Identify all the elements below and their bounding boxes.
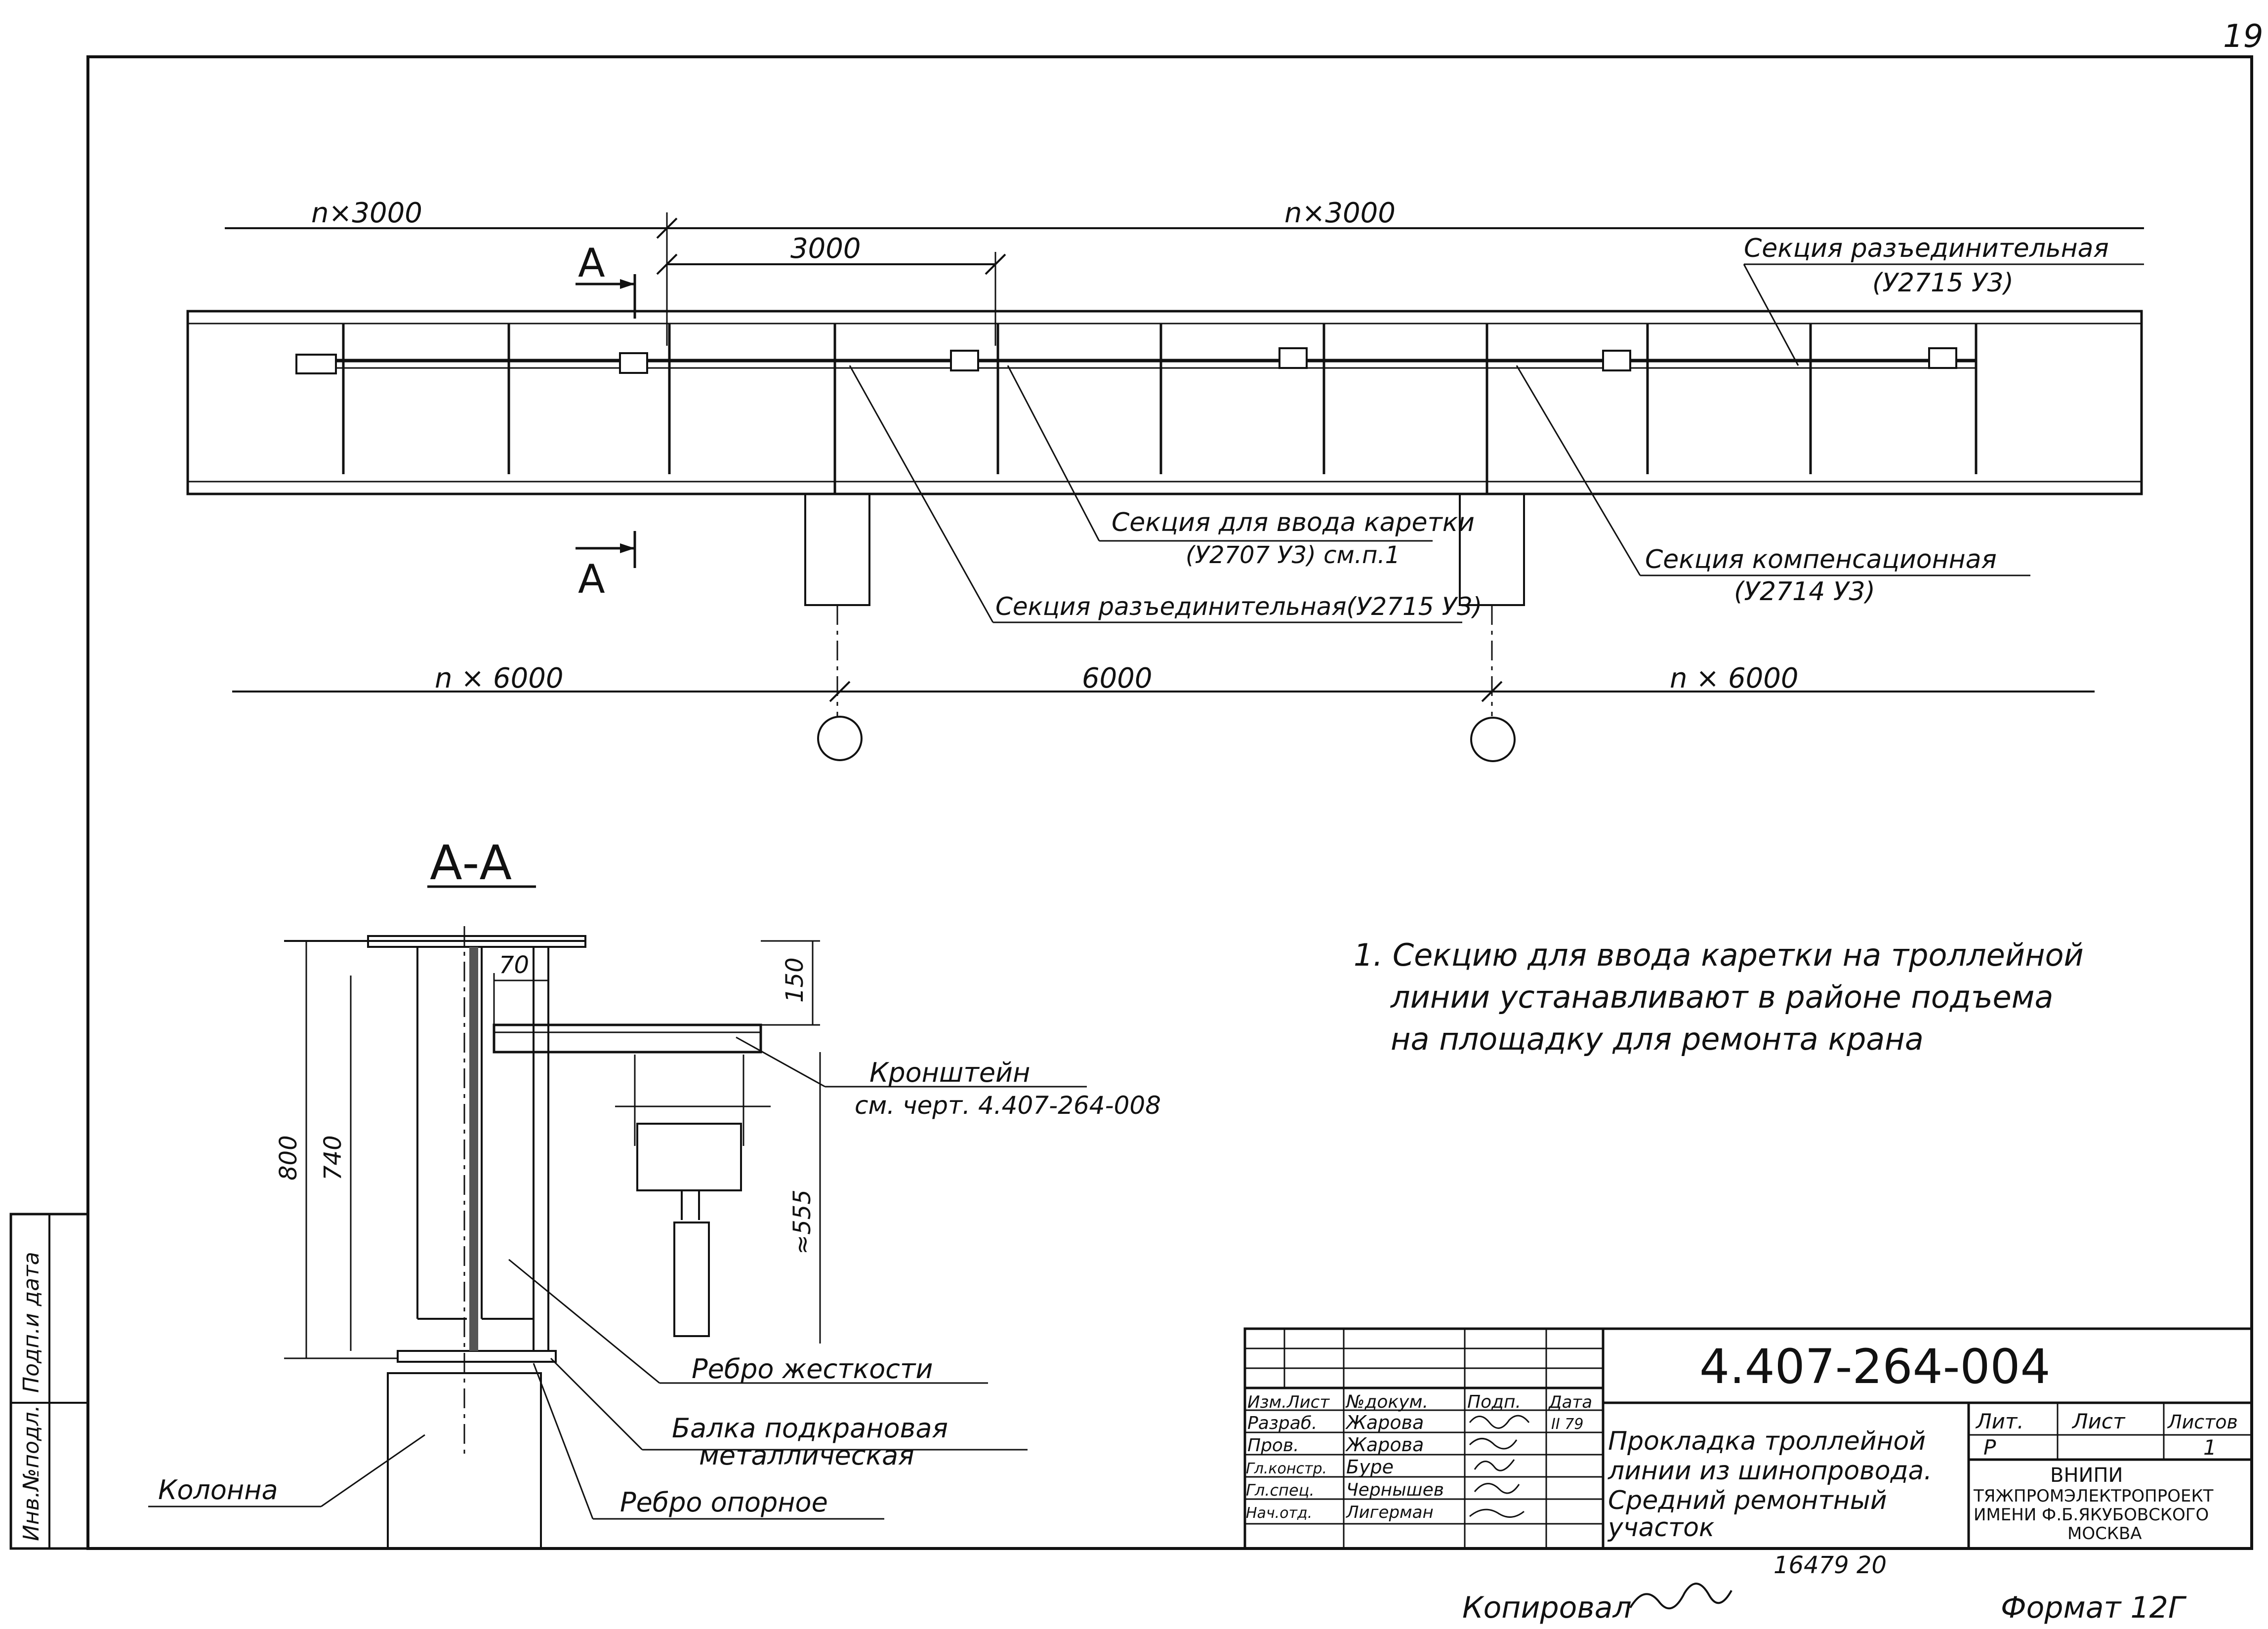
org-line-1: ВНИПИ — [2050, 1464, 2123, 1487]
section-mark-top: A — [578, 240, 605, 286]
callout-disconnect-bottom: Секция разъединительная(У2715 У3) — [995, 592, 1482, 621]
row-role-3: Гл.констр. — [1246, 1460, 1327, 1477]
section-view: А-А 70 150 800 — [148, 835, 1161, 1549]
sign-date-label: Подп.и дата — [19, 1252, 44, 1393]
callout-disconnect-top-1: Секция разъединительная — [1744, 234, 2109, 263]
org-line-3: ИМЕНИ Ф.Б.ЯКУБОВСКОГО — [1974, 1505, 2209, 1525]
dim-bottom-left: n × 6000 — [435, 662, 564, 694]
current-collector — [673, 1222, 710, 1337]
sheet-label: Лист — [2071, 1409, 2126, 1433]
dim-bottom-span: 6000 — [1082, 662, 1153, 694]
row-date-1: II 79 — [1551, 1416, 1583, 1433]
row-role-2: Пров. — [1247, 1435, 1299, 1456]
dim-top-right: n×3000 — [1284, 197, 1396, 229]
sheets-value: 1 — [2203, 1435, 2217, 1460]
bracket-label-1: Кронштейн — [869, 1057, 1030, 1088]
note-line-1: 1. Секцию для ввода каретки на троллейно… — [1354, 937, 2084, 973]
row-role-1: Разраб. — [1247, 1413, 1317, 1433]
dim-bottom-right: n × 6000 — [1670, 662, 1799, 694]
signature-marks — [1469, 1415, 1530, 1518]
dim-800: 800 — [275, 1135, 302, 1181]
row-name-3: Буре — [1346, 1456, 1394, 1478]
sheets-label: Листов — [2167, 1411, 2238, 1433]
row-name-2: Жарова — [1345, 1434, 1424, 1456]
footer: 16479 20 Копировал Формат 12Г — [1462, 1551, 2187, 1625]
bracket — [493, 1023, 762, 1054]
note: 1. Секцию для ввода каретки на троллейно… — [1354, 937, 2084, 1057]
col-header-izm: Изм. — [1247, 1392, 1287, 1412]
plan-view: n×3000 3000 n×3000 — [186, 197, 2144, 762]
grid-axis-marker-right — [1470, 717, 1516, 762]
title-block: Изм. Лист №докум. Подп. Дата Разраб. Жар… — [1243, 1327, 2253, 1550]
col-header-list: Лист — [1286, 1392, 1330, 1412]
col-header-sign: Подп. — [1467, 1392, 1521, 1412]
support-rib-label: Ребро опорное — [620, 1487, 828, 1518]
col-header-doc: №докум. — [1345, 1392, 1428, 1412]
org-line-4: МОСКВА — [2067, 1524, 2142, 1544]
callout-carriage-2: (У2707 У3) см.п.1 — [1186, 541, 1400, 569]
doc-number: 4.407-264-004 — [1699, 1339, 2051, 1394]
stiffener-label: Ребро жесткости — [692, 1353, 933, 1385]
callout-disconnect-top-2: (У2715 У3) — [1872, 268, 2014, 298]
copier-signature — [1629, 1583, 1732, 1610]
column-label: Колонна — [158, 1474, 278, 1506]
note-line-3: на площадку для ремонта крана — [1391, 1021, 1924, 1057]
lit-label: Лит. — [1975, 1409, 2024, 1433]
dim-70: 70 — [499, 951, 529, 979]
bracket-label-2: см. черт. 4.407-264-008 — [855, 1091, 1161, 1120]
lit-value: Р — [1983, 1435, 1996, 1460]
note-line-2: линии устанавливают в районе подъема — [1390, 979, 2053, 1015]
callout-compensation-1: Секция компенсационная — [1645, 545, 1997, 574]
grid-axis-marker-left — [817, 716, 863, 761]
footer-number: 16479 20 — [1773, 1551, 1887, 1579]
beam-label-2: металлическая — [699, 1440, 914, 1471]
side-stamp: Инв.№подл. Подп.и дата — [9, 1213, 89, 1550]
dim-740: 740 — [319, 1135, 347, 1181]
dim-555: ≈555 — [788, 1189, 816, 1255]
page-number: 19 — [2223, 18, 2263, 55]
format-label: Формат 12Г — [2001, 1590, 2187, 1625]
section-mark-bottom: A — [578, 556, 605, 602]
inv-number-label: Инв.№подл. — [19, 1405, 44, 1541]
row-role-4: Гл.спец. — [1246, 1481, 1315, 1500]
callout-carriage-1: Секция для ввода каретки — [1112, 508, 1475, 537]
org-line-2: ТЯЖПРОМЭЛЕКТРОПРОЕКТ — [1973, 1486, 2214, 1506]
row-role-5: Нач.отд. — [1246, 1505, 1312, 1522]
beam-label-1: Балка подкрановая — [672, 1413, 948, 1444]
column-left — [804, 493, 870, 606]
title-line-4: участок — [1607, 1513, 1715, 1543]
row-name-4: Чернышев — [1346, 1480, 1444, 1500]
row-name-5: Лигерман — [1345, 1503, 1434, 1522]
trolley-body — [636, 1123, 742, 1191]
title-line-3: Средний ремонтный — [1608, 1486, 1887, 1515]
section-title: А-А — [430, 835, 512, 891]
drawing-frame — [86, 55, 2253, 1550]
row-name-1: Жарова — [1345, 1412, 1424, 1433]
dim-150: 150 — [781, 957, 809, 1003]
title-line-1: Прокладка троллейной — [1608, 1426, 1926, 1456]
col-header-date: Дата — [1548, 1392, 1592, 1412]
copied-label: Копировал — [1462, 1590, 1632, 1625]
crane-beam — [186, 310, 2143, 495]
callout-compensation-2: (У2714 У3) — [1734, 577, 1875, 607]
title-line-2: линии из шинопровода. — [1608, 1456, 1932, 1486]
dim-top-span: 3000 — [790, 233, 861, 265]
dim-top-left: n×3000 — [311, 197, 422, 229]
